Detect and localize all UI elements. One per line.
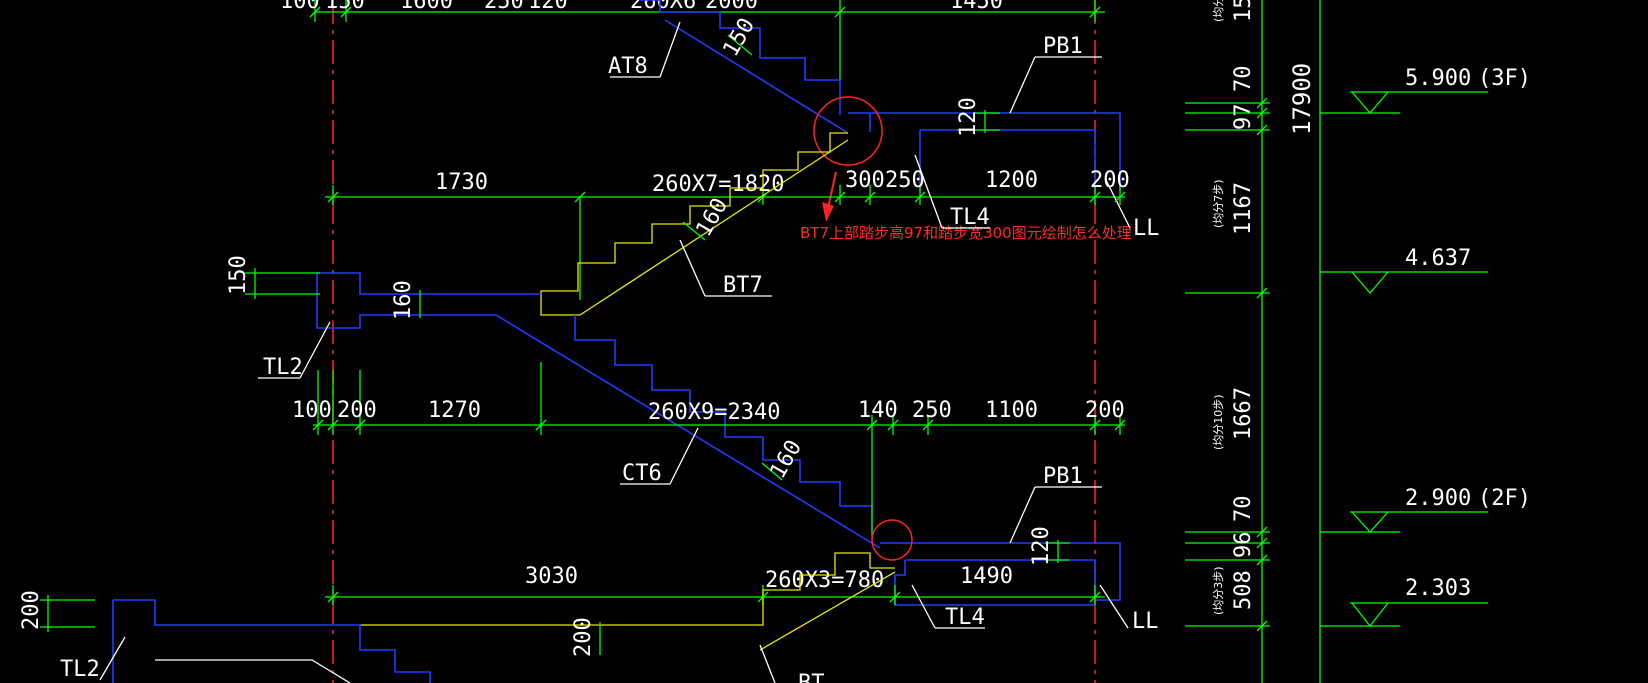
label-tl2-mid: TL2 (263, 355, 303, 380)
flight-at8: AT8 150 (608, 0, 849, 134)
elev-value-3: 2.900 (1405, 486, 1471, 511)
step-note-3: (均分3步) (1212, 566, 1225, 615)
dim-r2-4: 260X9=2340 (648, 400, 780, 425)
label-at8: AT8 (608, 54, 648, 79)
dim-thk-120-bottom: 120 (1029, 526, 1054, 566)
elevation-mark-4: 2.303 (1351, 576, 1471, 628)
dim-r2-8: 200 (1085, 398, 1125, 423)
label-tl4-top: TL4 (950, 205, 990, 230)
dim-r1-6: 200 (1090, 168, 1130, 193)
dim-top-5: 120 (528, 0, 568, 14)
annotation-note: BT7上部踏步高97和踏步宽300图元绘制怎么处理 (800, 224, 1132, 242)
highlight-circle-top (813, 96, 883, 166)
step-note-7: (均分7步) (1212, 179, 1225, 228)
vdim-97: 97 (1231, 104, 1256, 131)
flight-bottom: 200 200 TL2 BT (19, 552, 896, 683)
dim-thk-150-top: 150 (719, 14, 761, 61)
dim-thk-160-ct6: 160 (766, 436, 808, 483)
elevation-column (1185, 0, 1488, 683)
label-pb1-top: PB1 (1043, 34, 1083, 59)
vdim-70-bottom: 70 (1231, 496, 1256, 523)
vdim-508: 508 (1231, 570, 1256, 610)
dim-top-8: 1450 (950, 0, 1003, 14)
label-bt7: BT7 (723, 273, 763, 298)
vertical-dims: 15 70 97 1167 1667 70 96 508 17900 (均分 (… (1212, 0, 1316, 615)
dim-r3-2: 260X3=780 (765, 568, 884, 593)
elevation-mark-3: 2.900 (2F) (1351, 486, 1531, 533)
dim-r1-3: 300 (845, 168, 885, 193)
elevation-mark-1: 5.900 (3F) (1351, 66, 1531, 114)
dim-thk-160-mid: 160 (391, 280, 416, 320)
dim-top-7: 2000 (705, 0, 758, 14)
dim-top-1: 100 (280, 0, 320, 14)
dimension-ticks (309, 6, 1268, 632)
step-note-10: (均分10步) (1212, 394, 1225, 450)
dim-line-row2: 100 200 1270 260X9=2340 140 250 1100 200 (292, 362, 1125, 540)
label-ll-bottom: LL (1132, 609, 1159, 634)
landing-mid: 150 160 TL2 (226, 255, 881, 549)
elevation-mark-2: 4.637 (1351, 246, 1471, 294)
elev-value-2: 4.637 (1405, 246, 1471, 271)
annotation-arrow (822, 171, 837, 222)
dim-r2-1: 100 (292, 398, 332, 423)
vdim-17900: 17900 (1288, 63, 1316, 135)
step-note-top: (均分 (1212, 0, 1225, 22)
dim-r3-3: 1490 (960, 564, 1013, 589)
dim-thk-200-left: 200 (19, 590, 44, 630)
dim-line-top: 100 150 1600 250 120 260X6 2000 1450 (280, 0, 1105, 80)
highlight-circle-bottom (871, 519, 913, 561)
elev-value-4: 2.303 (1405, 576, 1471, 601)
label-pb1-bottom: PB1 (1043, 464, 1083, 489)
dim-top-2: 150 (325, 0, 365, 14)
dim-r2-6: 250 (912, 398, 952, 423)
landing-pb1-top: 120 PB1 (848, 34, 1121, 192)
dim-thk-200-bottom: 200 (571, 617, 596, 657)
dim-top-4: 250 (484, 0, 524, 14)
label-bt-bottom: BT (798, 671, 825, 683)
dim-line-row1: 1730 260X7=1820 300 250 1200 200 (325, 168, 1130, 300)
dim-top-6: 260X6 (630, 0, 696, 14)
vdim-1167: 1167 (1231, 182, 1256, 235)
vdim-15: 15 (1231, 0, 1256, 22)
elev-floor-1: (3F) (1478, 66, 1531, 91)
dim-thk-150-mid: 150 (226, 255, 251, 295)
landing-pb1-bottom: 120 PB1 (880, 464, 1121, 606)
beam-tl4-bottom: TL4 LL (911, 584, 1159, 634)
dim-r1-4: 250 (885, 168, 925, 193)
vdim-1667: 1667 (1231, 387, 1256, 440)
label-tl4-bottom: TL4 (945, 605, 985, 630)
vdim-96: 96 (1231, 532, 1256, 559)
elev-value-1: 5.900 (1405, 66, 1471, 91)
label-ll-top: LL (1133, 216, 1160, 241)
dim-thk-120-top: 120 (956, 97, 981, 137)
dim-r1-1: 1730 (435, 170, 488, 195)
label-ct6: CT6 (622, 461, 662, 486)
dim-r2-5: 140 (858, 398, 898, 423)
vdim-70-top: 70 (1231, 66, 1256, 93)
dim-line-row3: 3030 260X3=780 1490 (325, 564, 1105, 605)
label-tl2-bottom: TL2 (60, 657, 100, 682)
dim-r1-5: 1200 (985, 168, 1038, 193)
dim-r2-3: 1270 (428, 398, 481, 423)
dim-r3-1: 3030 (525, 564, 578, 589)
elev-floor-3: (2F) (1478, 486, 1531, 511)
dim-r2-2: 200 (337, 398, 377, 423)
beam-tl4-top: TL4 LL (914, 154, 1160, 241)
dim-r2-7: 1100 (985, 398, 1038, 423)
dim-r1-2: 260X7=1820 (652, 172, 784, 197)
dim-top-3: 1600 (400, 0, 453, 14)
